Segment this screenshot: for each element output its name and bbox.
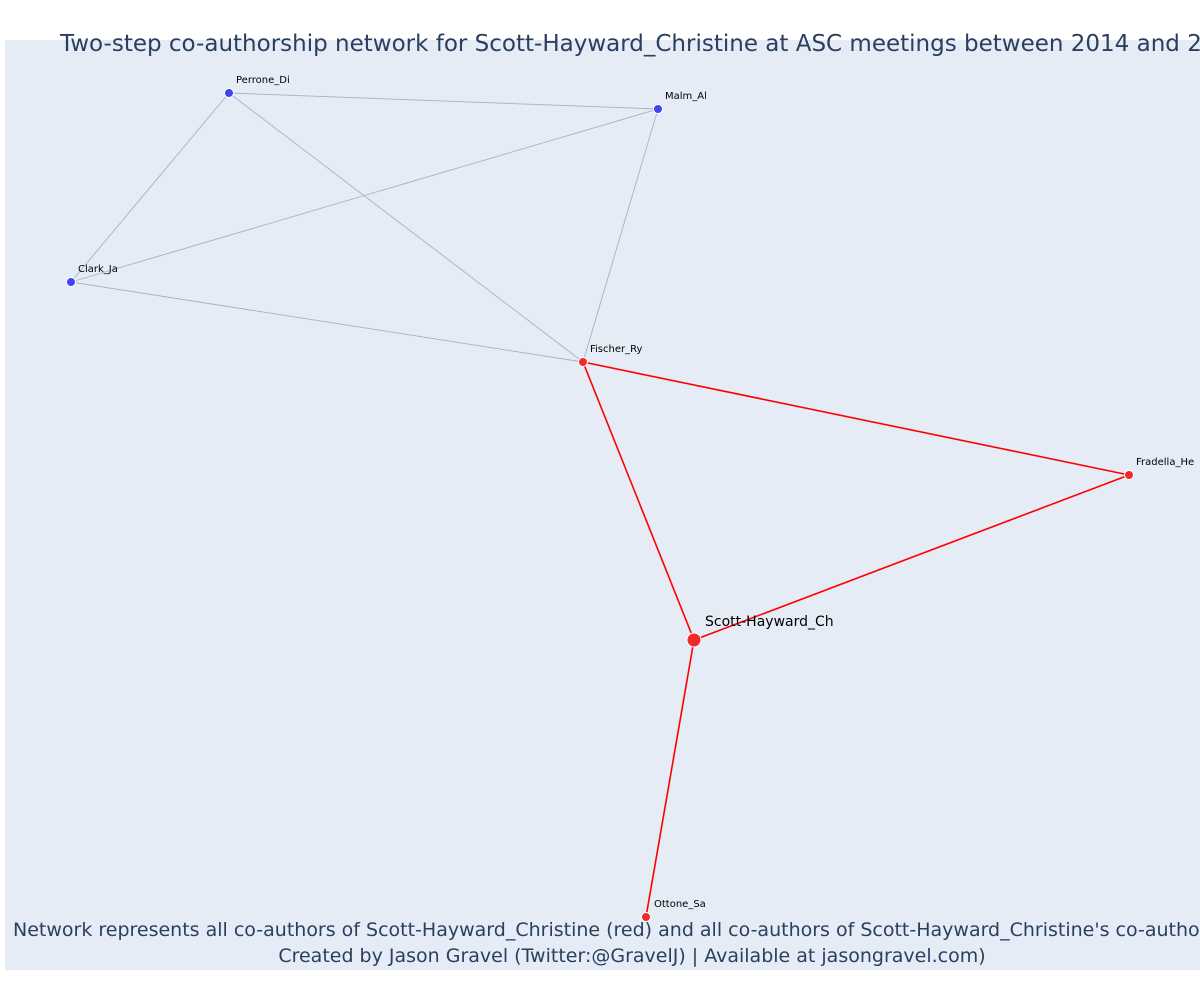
node-label-Fischer_Ry: Fischer_Ry <box>590 344 643 355</box>
edge-Malm_Al-Clark_Ja <box>70 108 659 283</box>
edge-Perrone_Di-Malm_Al <box>228 92 659 110</box>
caption-line-2: Created by Jason Gravel (Twitter:@Gravel… <box>278 945 986 967</box>
node-Clark_Ja[interactable] <box>66 277 76 287</box>
edge-Fischer_Ry-Scott-Hayward_Ch <box>582 361 695 641</box>
node-Malm_Al[interactable] <box>653 104 663 114</box>
edge-Scott-Hayward_Ch-Ottone_Sa <box>645 639 695 918</box>
edge-Fradella_He-Scott-Hayward_Ch <box>693 474 1130 641</box>
node-Fradella_He[interactable] <box>1124 470 1134 480</box>
edges-layer <box>70 92 1130 918</box>
caption-line-1: Network represents all co-authors of Sco… <box>13 919 1200 941</box>
node-Scott-Hayward_Ch[interactable] <box>686 632 702 648</box>
node-label-Malm_Al: Malm_Al <box>665 91 707 102</box>
node-Perrone_Di[interactable] <box>224 88 234 98</box>
node-Fischer_Ry[interactable] <box>578 357 588 367</box>
labels-layer: Scott-Hayward_Ch Fischer_RyFradella_HeOtt… <box>78 75 1194 910</box>
node-label-Scott-Hayward_Ch: Scott-Hayward_Ch <box>705 614 834 630</box>
nodes-layer <box>66 88 1134 922</box>
edge-Perrone_Di-Clark_Ja <box>70 92 230 283</box>
node-label-Ottone_Sa: Ottone_Sa <box>654 899 706 910</box>
edge-Perrone_Di-Fischer_Ry <box>228 92 584 363</box>
edge-Fischer_Ry-Fradella_He <box>582 361 1130 476</box>
edge-Malm_Al-Fischer_Ry <box>582 108 659 363</box>
node-label-Fradella_He: Fradella_He <box>1136 457 1194 468</box>
node-label-Perrone_Di: Perrone_Di <box>236 75 290 86</box>
chart-title: Two-step co-authorship network for Scott… <box>60 31 1200 57</box>
node-label-Clark_Ja: Clark_Ja <box>78 264 118 275</box>
node-Ottone_Sa[interactable] <box>641 912 651 922</box>
edge-Clark_Ja-Fischer_Ry <box>70 281 584 363</box>
plot-area <box>5 40 1200 970</box>
